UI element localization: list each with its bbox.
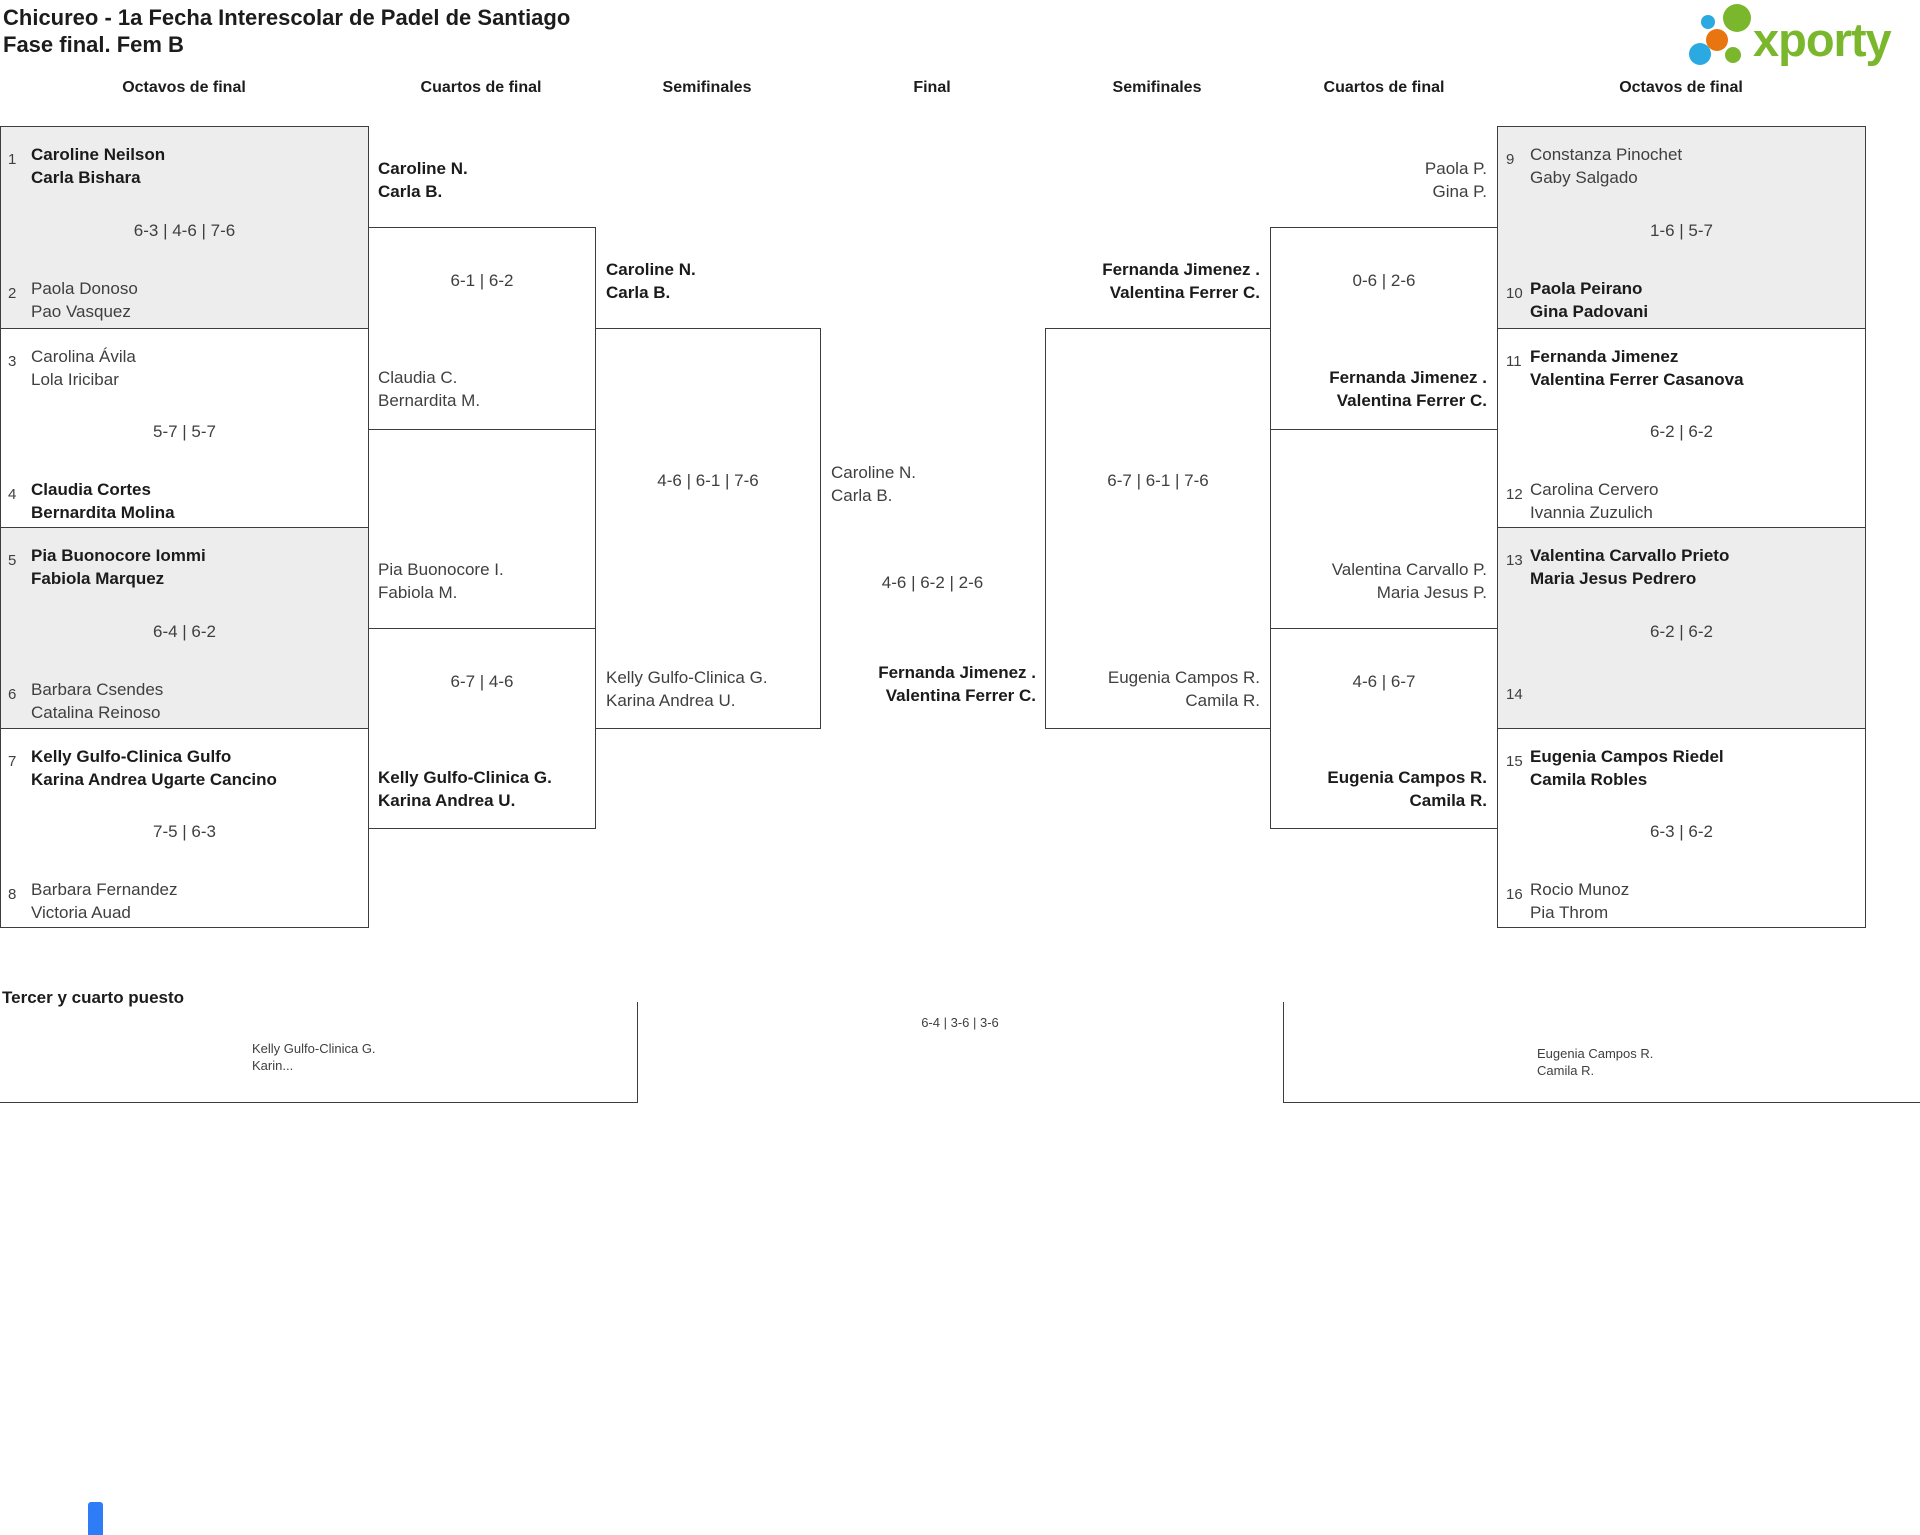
round-header-cuartos-right: Cuartos de final [1323,79,1445,96]
team-name: Carolina Ávila Lola Iricibar [31,347,136,389]
seed-number: 6 [8,686,17,703]
bracket-line-third-place-right-vertical [1283,1002,1284,1103]
round-header-cuartos-left: Cuartos de final [420,79,542,96]
match-box-oct-r3: 13 Valentina Carvallo Prieto Maria Jesus… [1497,527,1866,729]
seed-number: 2 [8,285,17,302]
seed-number: 7 [8,753,17,770]
seed-number: 10 [1506,285,1523,302]
team-name: Caroline N. Carla B. [606,260,696,302]
bracket-line-third-place-right-horizontal [1283,1102,1920,1103]
match-box-oct-r4: 15 Eugenia Campos Riedel Camila Robles 6… [1497,728,1866,928]
team-name: Paola Donoso Pao Vasquez [31,279,138,321]
round-header-octavos-right: Octavos de final [1619,79,1743,96]
seed-number: 15 [1506,753,1523,770]
match-box-oct-l3: 5 Pia Buonocore Iommi Fabiola Marquez 6-… [0,527,369,729]
team-name: Kelly Gulfo-Clinica G. Karina Andrea U. [606,668,768,710]
team-name: Eugenia Campos R. Camila R. [1537,1046,1654,1078]
seed-number: 11 [1506,353,1522,370]
team-name: Fernanda Jimenez Valentina Ferrer Casano… [1530,347,1744,389]
match-score: 6-4 | 6-2 [152,622,216,641]
match-score: 1-6 | 5-7 [1649,221,1713,240]
tournament-subtitle: Fase final. Fem B [3,32,184,57]
match-score: 6-2 | 6-2 [1649,622,1713,641]
seed-number: 5 [8,552,17,569]
team-name: Fernanda Jimenez . Valentina Ferrer C. [1329,368,1487,410]
match-score: 6-7 | 4-6 [450,672,514,691]
logo-dot-large-blue [1689,43,1711,65]
team-name: Fernanda Jimenez . Valentina Ferrer C. [878,663,1036,705]
team-name: Barbara Fernandez Victoria Auad [31,880,178,922]
team-name: Kelly Gulfo-Clinica G. Karina Andrea U. [378,768,552,810]
logo-dot-orange [1706,29,1728,51]
match-box-oct-l4: 7 Kelly Gulfo-Clinica Gulfo Karina Andre… [0,728,369,928]
logo-text: xporty [1753,13,1892,66]
team-name: Eugenia Campos Riedel Camila Robles [1530,747,1724,789]
seed-number: 1 [8,151,17,168]
round-header-final: Final [913,79,951,96]
logo-dot-small-blue [1701,15,1715,29]
team-name: Caroline N. Carla B. [378,159,468,201]
seed-number: 9 [1506,151,1515,168]
team-name: Rocio Munoz Pia Throm [1530,880,1630,922]
team-name: Caroline N. Carla B. [831,463,917,505]
match-score: 4-6 | 6-7 [1352,672,1416,691]
team-name: Eugenia Campos R. Camila R. [1107,668,1260,710]
seed-number: 14 [1506,686,1523,703]
match-box-sf-l [595,328,821,729]
team-name: Eugenia Campos R. Camila R. [1327,768,1487,810]
team-name: Kelly Gulfo-Clinica G. Karin... [252,1041,376,1073]
third-place-heading: Tercer y cuarto puesto [2,988,185,1007]
seed-number: 3 [8,353,17,370]
team-name: Pia Buonocore I. Fabiola M. [378,560,504,602]
match-score: 4-6 | 6-1 | 7-6 [657,471,759,490]
logo-dot-large-green [1723,4,1751,32]
team-name: Valentina Carvallo Prieto Maria Jesus Pe… [1530,546,1730,588]
team-name: Claudia Cortes Bernardita Molina [31,480,175,522]
seed-number: 8 [8,886,17,903]
team-name: Claudia C. Bernardita M. [378,368,481,410]
seed-number: 12 [1506,486,1523,503]
floating-blue-button[interactable] [88,1502,103,1535]
team-name: Carolina Cervero Ivannia Zuzulich [1530,480,1659,522]
seed-number: 13 [1506,552,1523,569]
team-name: Kelly Gulfo-Clinica Gulfo Karina Andrea … [31,747,277,789]
match-score: 6-3 | 6-2 [1649,822,1713,841]
tournament-title: Chicureo - 1a Fecha Interescolar de Pade… [3,5,571,30]
match-box-oct-l2: 3 Carolina Ávila Lola Iricibar 5-7 | 5-7… [0,328,369,528]
seed-number: 4 [8,486,17,503]
team-name: Caroline Neilson Carla Bishara [31,145,166,187]
match-score: 6-3 | 4-6 | 7-6 [133,221,236,240]
team-name: Paola P. Gina P. [1424,159,1487,201]
bracket-line-third-place-left-vertical [637,1002,638,1103]
team-name: Barbara Csendes Catalina Reinoso [31,680,164,722]
team-name: Pia Buonocore Iommi Fabiola Marquez [31,546,206,588]
match-score: 6-1 | 6-2 [450,271,514,290]
match-score: 6-2 | 6-2 [1649,422,1713,441]
team-name: Paola Peirano Gina Padovani [1530,279,1649,321]
match-score: 4-6 | 6-2 | 2-6 [881,573,984,592]
round-header-semis-right: Semifinales [1112,79,1202,96]
round-header-octavos-left: Octavos de final [122,79,246,96]
match-score: 0-6 | 2-6 [1352,271,1416,290]
xporty-logo[interactable]: xporty [1685,2,1910,74]
bracket-line-third-place-left-horizontal [0,1102,638,1103]
match-score: 6-7 | 6-1 | 7-6 [1107,471,1209,490]
team-name: Constanza Pinochet Gaby Salgado [1530,145,1683,187]
match-score: 7-5 | 6-3 [152,822,216,841]
round-header-semis-left: Semifinales [662,79,752,96]
logo-dot-small-green [1725,47,1741,63]
team-name: Fernanda Jimenez . Valentina Ferrer C. [1102,260,1260,302]
match-score: 5-7 | 5-7 [152,422,216,441]
match-box-oct-r2: 11 Fernanda Jimenez Valentina Ferrer Cas… [1497,328,1866,528]
seed-number: 16 [1506,886,1523,903]
match-box-oct-r1: 9 Constanza Pinochet Gaby Salgado 1-6 | … [1497,126,1866,329]
match-box-oct-l1: 1 Caroline Neilson Carla Bishara 6-3 | 4… [0,126,369,329]
match-box-sf-r [1045,328,1271,729]
match-score: 6-4 | 3-6 | 3-6 [921,1015,999,1030]
team-name: Valentina Carvallo P. Maria Jesus P. [1331,560,1487,602]
